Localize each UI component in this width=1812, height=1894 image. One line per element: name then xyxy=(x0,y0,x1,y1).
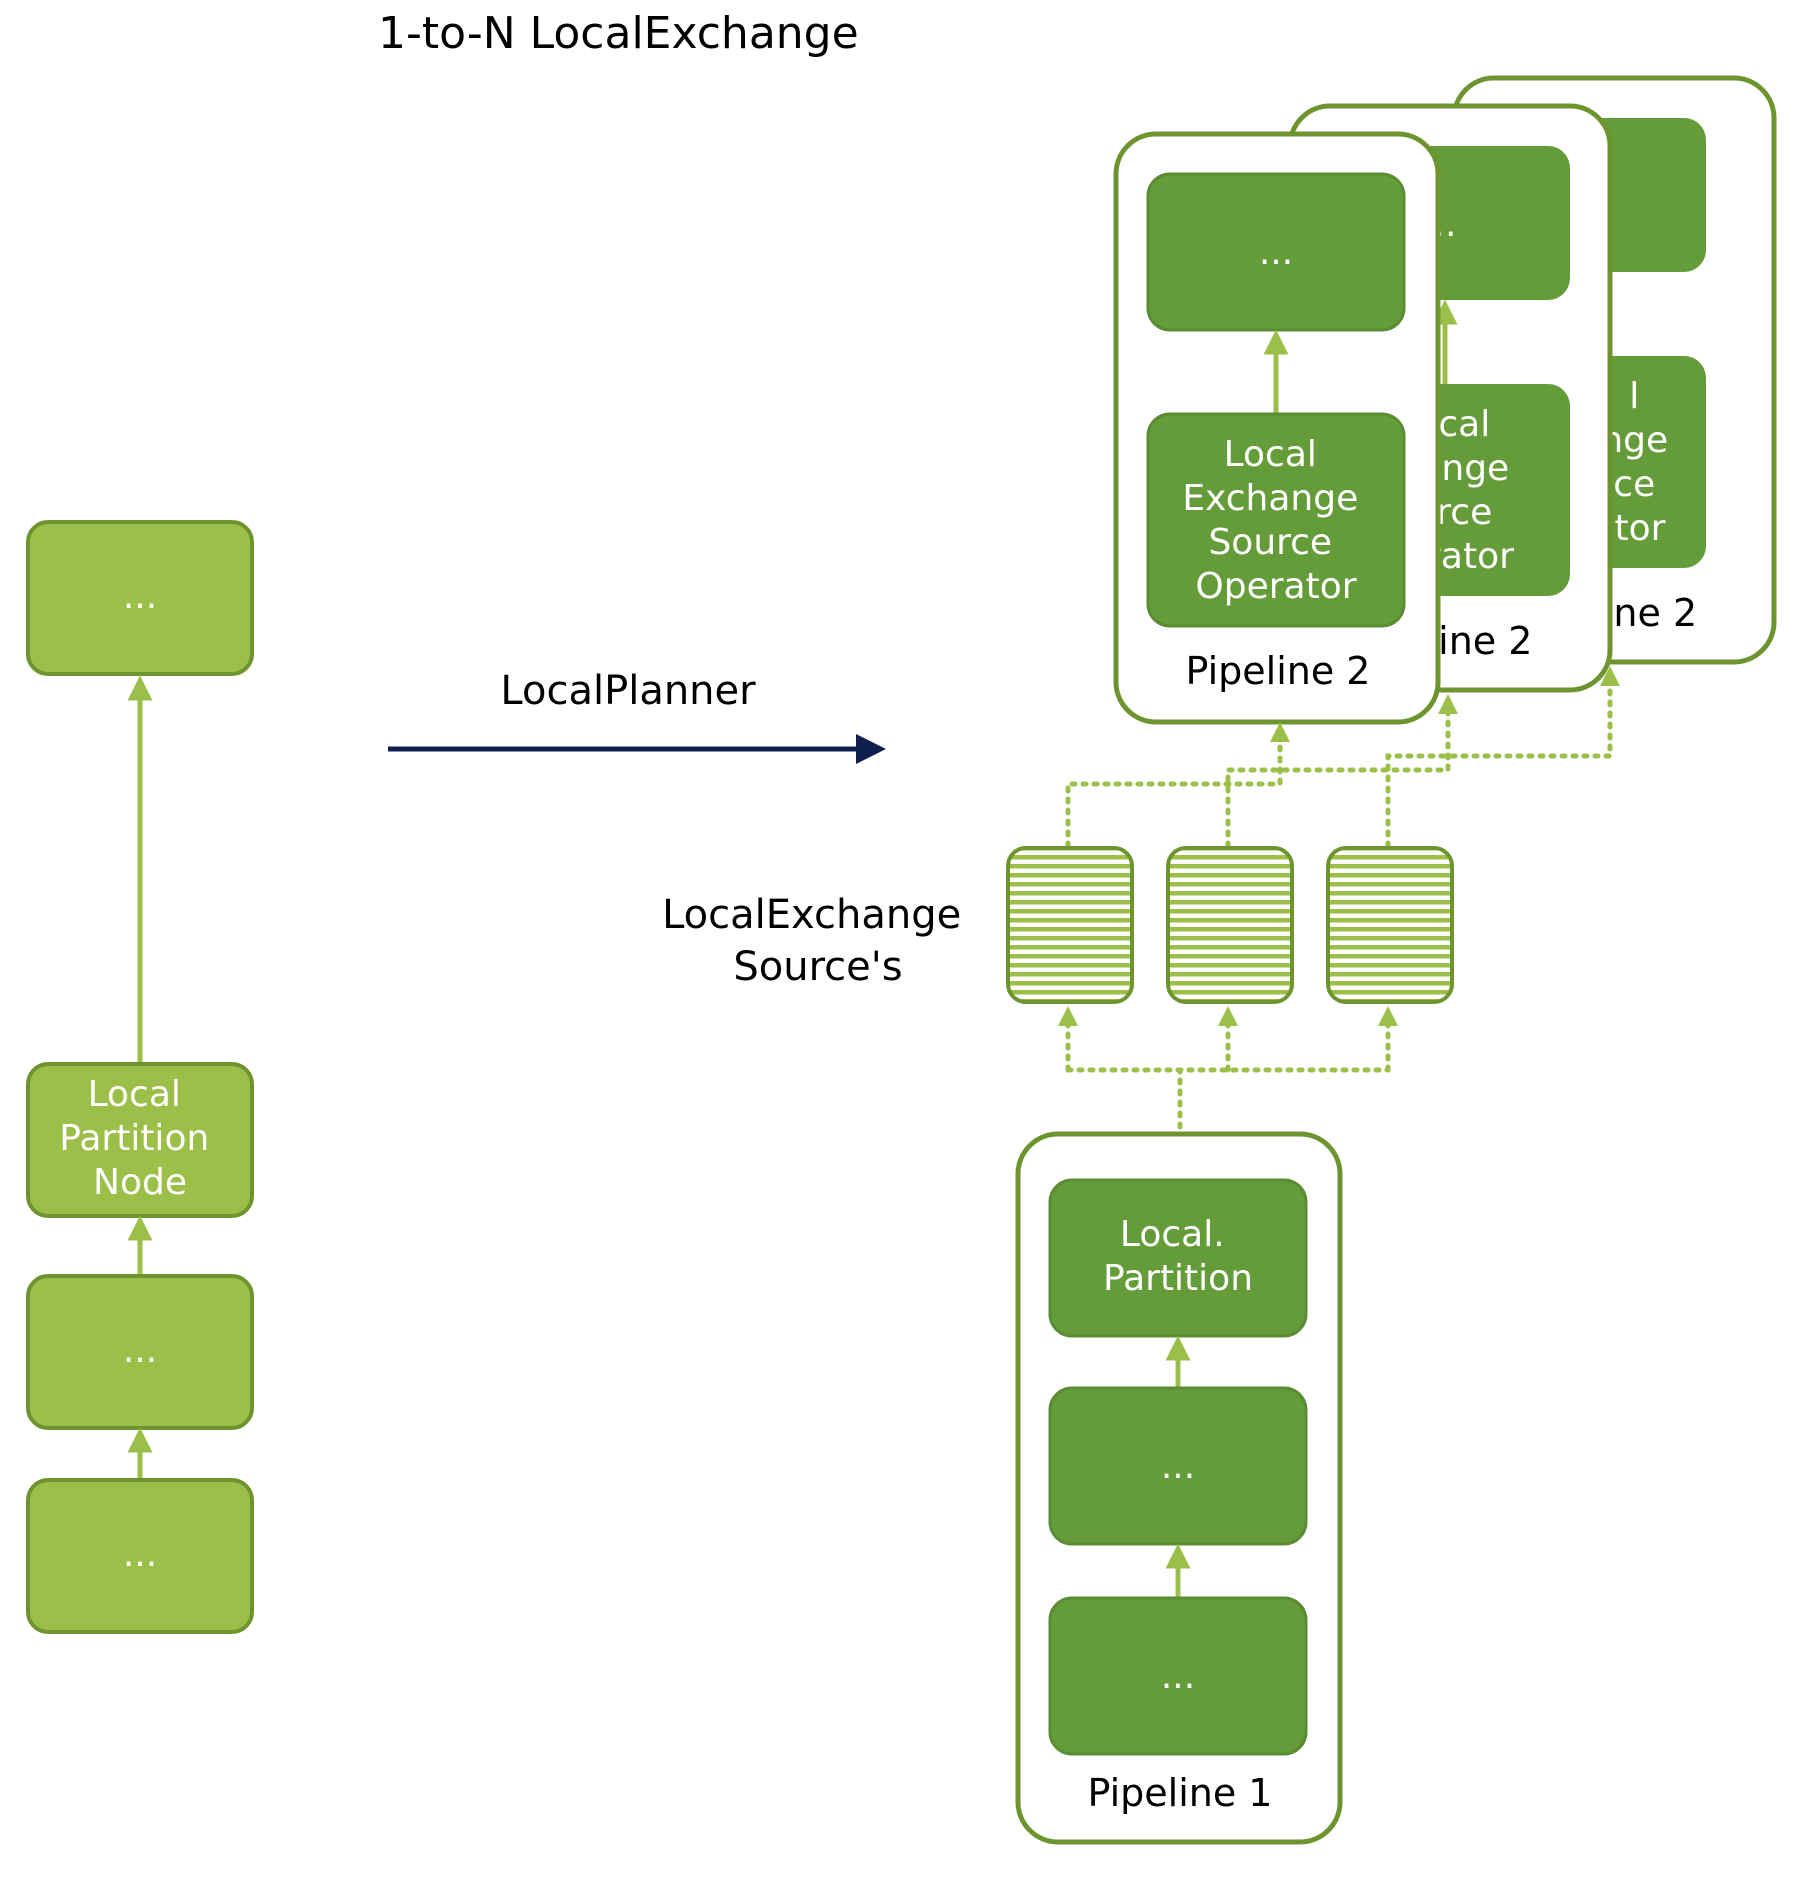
pipeline1-bottom-op-label: ... xyxy=(1161,1656,1195,1697)
pipeline2-front-source-line-1: Local xyxy=(1224,434,1317,475)
pipeline1-mid-op-label: ... xyxy=(1161,1446,1195,1487)
left-top-node xyxy=(26,520,254,676)
left-plan: ... Local Partition Node ... ... xyxy=(26,520,254,1634)
left-partition-node-label: Local Partition Node xyxy=(59,1074,220,1203)
left-partition-line-1: Local xyxy=(88,1074,181,1115)
connector-arrowhead-source-3 xyxy=(1378,1006,1398,1026)
pipeline2-middle-label: line 2 xyxy=(1428,619,1533,663)
pipeline1-partition-label: Local. Partition xyxy=(1103,1214,1253,1299)
local-exchange-source-1 xyxy=(1006,846,1134,1004)
local-exchange-sources-label: LocalExchange Source's xyxy=(662,892,974,990)
connector-arrowhead-front xyxy=(1270,722,1290,742)
local-planner-label: LocalPlanner xyxy=(500,668,756,714)
left-bottom-node xyxy=(26,1478,254,1634)
pipeline2-middle-source-line-4: rator xyxy=(1426,536,1514,577)
pipeline2-back-source-line-1: l xyxy=(1629,376,1639,417)
left-top-node-label: ... xyxy=(123,576,157,617)
sources-connector-arrowheads xyxy=(1058,1006,1398,1026)
pipeline1-partition-line-2: Partition xyxy=(1103,1258,1253,1299)
pipeline2-front-source-line-3: Source xyxy=(1208,522,1332,563)
pipeline1-to-sources-connectors xyxy=(1065,1017,1391,1141)
connector-arrowhead-back xyxy=(1600,666,1620,686)
pipeline1-card: Local. Partition ... ... Pipeline 1 xyxy=(1015,1131,1343,1845)
pipeline1-bottom-op xyxy=(1048,1596,1308,1756)
pipeline2-middle-source-line-1: cal xyxy=(1438,404,1490,445)
local-exchange-source-2 xyxy=(1166,846,1294,1004)
connector-arrowhead-source-2 xyxy=(1218,1006,1238,1026)
pipeline2-front-source-line-2: Exchange xyxy=(1182,478,1358,519)
left-mid-node-label: ... xyxy=(123,1330,157,1371)
pipeline1-label: Pipeline 1 xyxy=(1088,1771,1273,1815)
pipeline2-card-front: ... Local Exchange Source Operator Pipel… xyxy=(1113,131,1441,725)
pipeline2-connector-arrowheads xyxy=(1270,666,1620,742)
pipeline2-middle-source-line-3: rce xyxy=(1436,492,1492,533)
local-exchange-sources-line-2: Source's xyxy=(733,944,902,990)
local-exchange-source-3 xyxy=(1326,846,1454,1004)
sources-to-pipeline2-connectors xyxy=(1065,673,1613,849)
connector-arrowhead-source-1 xyxy=(1058,1006,1078,1026)
left-partition-line-3: Node xyxy=(93,1162,187,1203)
diagram-title: 1-to-N LocalExchange xyxy=(378,8,859,59)
pipeline2-back-source-line-4: tor xyxy=(1615,508,1666,549)
pipeline2-back-source-line-3: ce xyxy=(1613,464,1655,505)
pipeline2-front-source-line-4: Operator xyxy=(1195,566,1356,607)
pipeline1-partition-line-1: Local. xyxy=(1120,1214,1225,1255)
connector-source1-to-front xyxy=(1065,729,1283,849)
local-exchange-sources-line-1: LocalExchange xyxy=(662,892,961,938)
left-partition-line-2: Partition xyxy=(59,1118,209,1159)
connector-arrowhead-middle xyxy=(1438,694,1458,714)
pipeline2-front-label: Pipeline 2 xyxy=(1186,649,1371,693)
pipeline2-front-source-label: Local Exchange Source Operator xyxy=(1182,434,1369,607)
connector-source3-to-back xyxy=(1385,673,1613,849)
pipeline2-front-top-label: ... xyxy=(1259,232,1293,273)
pipeline2-back-label: ine 2 xyxy=(1603,591,1697,635)
pipeline2-front-source-op xyxy=(1146,412,1406,628)
left-bottom-node-label: ... xyxy=(123,1534,157,1575)
connector-source2-to-middle xyxy=(1225,701,1451,849)
